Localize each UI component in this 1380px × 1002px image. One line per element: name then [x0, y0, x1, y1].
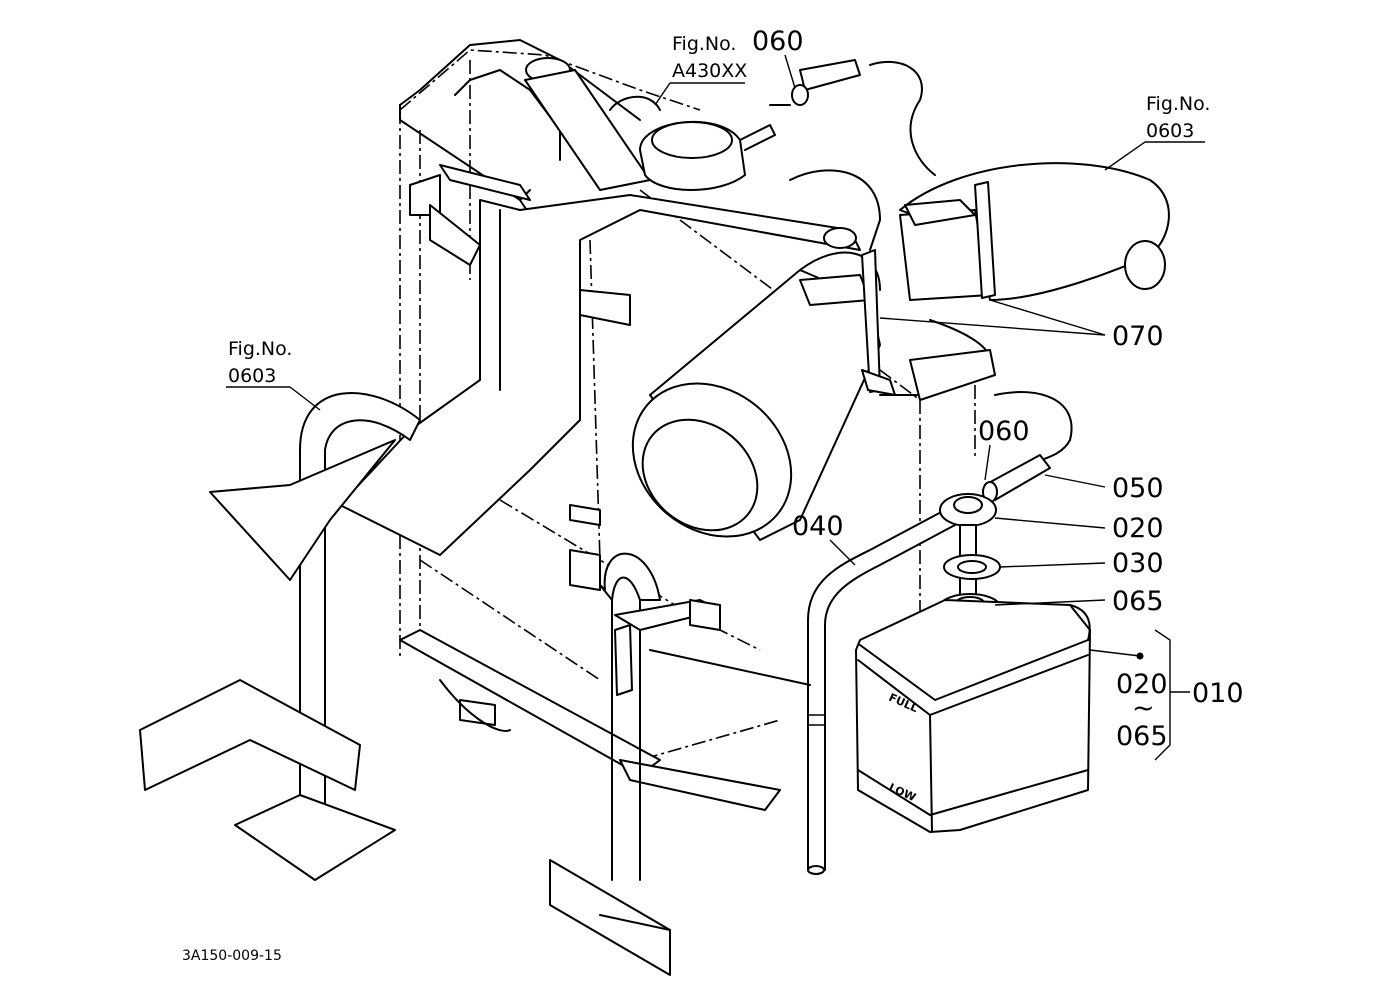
overflow-hose — [769, 59, 1073, 503]
lower-pipe — [549, 552, 811, 976]
part-050: 050 — [1112, 473, 1164, 504]
fig-number-top-right: 0603 — [1146, 120, 1194, 142]
label-060-mid: 060 — [978, 416, 1030, 481]
label-060-top: 060 — [752, 26, 804, 89]
radiator-brackets — [409, 164, 631, 326]
upper-hose — [879, 162, 1170, 401]
part-060-mid: 060 — [978, 416, 1030, 447]
part-070: 070 — [1112, 321, 1164, 352]
fig-prefix-top-center: Fig.No. — [672, 33, 736, 55]
label-010-assembly: 020 ~ 065 010 — [1089, 629, 1244, 761]
range-tilde: ~ — [1132, 693, 1155, 724]
reserve-tank: FULL LOW — [855, 599, 1091, 833]
part-040: 040 — [792, 511, 844, 542]
part-065: 065 — [1112, 586, 1164, 617]
range-end: 065 — [1116, 721, 1168, 752]
label-fig-a430xx: Fig.No. A430XX — [654, 33, 747, 106]
label-065: 065 — [994, 586, 1164, 617]
drawing-number: 3A150-009-15 — [182, 948, 282, 964]
intake-hose — [631, 169, 881, 541]
left-frame — [139, 392, 421, 881]
label-040: 040 — [792, 511, 856, 566]
label-fig-0603-right: Fig.No. 0603 — [1104, 93, 1210, 171]
radiator-top — [399, 39, 776, 216]
part-030: 030 — [1112, 548, 1164, 579]
part-020: 020 — [1112, 513, 1164, 544]
fig-number-top-center: A430XX — [672, 60, 747, 82]
part-060-top: 060 — [752, 26, 804, 57]
fig-prefix-left: Fig.No. — [228, 338, 292, 360]
range-start: 020 — [1116, 669, 1168, 700]
hose-clamps — [799, 181, 996, 396]
label-050: 050 — [1044, 473, 1164, 504]
radiator-strap — [339, 194, 861, 556]
label-020: 020 — [994, 513, 1164, 544]
label-fig-0603-left: Fig.No. 0603 — [226, 338, 321, 411]
label-030: 030 — [999, 548, 1164, 579]
label-070: 070 — [879, 299, 1164, 352]
part-010: 010 — [1192, 678, 1244, 709]
fig-prefix-top-right: Fig.No. — [1146, 93, 1210, 115]
fig-number-left: 0603 — [228, 365, 276, 387]
radiator-bottom — [399, 504, 781, 811]
